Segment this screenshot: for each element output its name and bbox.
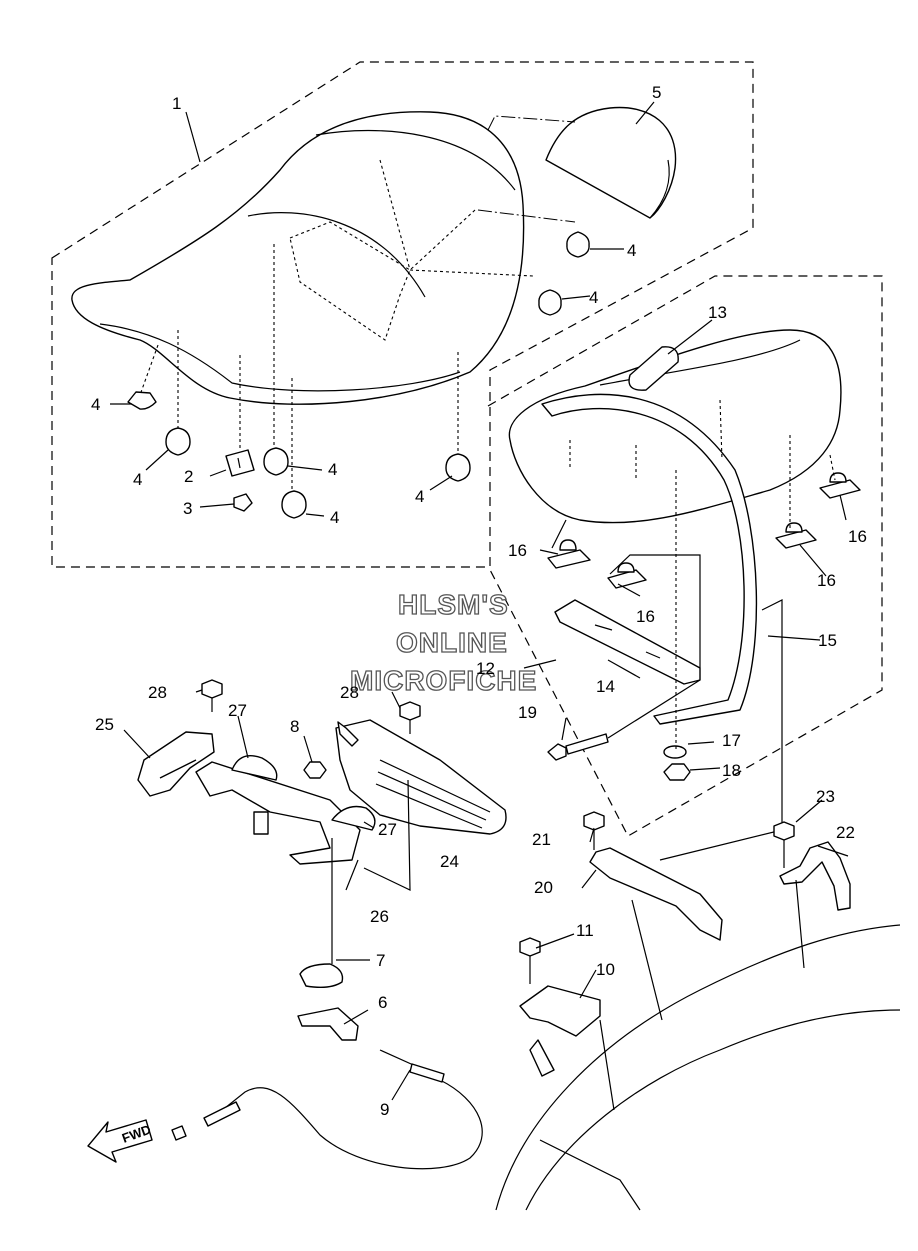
damper-4-f[interactable]: [281, 490, 307, 519]
seat-lock-10[interactable]: [519, 985, 601, 1077]
callout-17: 17: [722, 731, 741, 750]
callout-27-b: 27: [378, 820, 397, 839]
bolt-28-b[interactable]: [399, 701, 421, 734]
callout-1: 1: [172, 94, 181, 113]
damper-4-d[interactable]: [165, 427, 191, 456]
callout-8: 8: [290, 717, 299, 736]
bolt-19[interactable]: [547, 733, 609, 761]
callout-4-d: 4: [133, 470, 142, 489]
latch-6[interactable]: [297, 1007, 359, 1041]
backrest-pad[interactable]: [545, 106, 677, 219]
nut-3[interactable]: [233, 493, 253, 512]
washer-17[interactable]: [663, 745, 687, 759]
cap-27-b[interactable]: [331, 805, 376, 831]
callout-11: 11: [576, 921, 594, 940]
step-plate-24[interactable]: [335, 719, 507, 835]
forward-direction-arrow: FWD: [87, 1119, 153, 1163]
callout-19: 19: [518, 703, 537, 722]
callout-3: 3: [183, 499, 192, 518]
seat-bracket-2[interactable]: [225, 449, 255, 477]
plate-7[interactable]: [299, 963, 344, 989]
callout-20: 20: [534, 878, 553, 897]
callout-16-c: 16: [817, 571, 836, 590]
callout-28-a: 28: [148, 683, 167, 702]
rear-fender-frame: [495, 924, 901, 1211]
callout-22: 22: [836, 823, 855, 842]
callout-4-a: 4: [627, 241, 636, 260]
callout-14: 14: [596, 677, 615, 696]
clip-16-c[interactable]: [775, 522, 817, 549]
callout-27-a: 27: [228, 701, 247, 720]
grab-bar-15[interactable]: [541, 393, 758, 725]
callout-18: 18: [722, 761, 741, 780]
part-callouts: 1 5 4 4 4 4 4 4 4 2 3 13 16 16 16 16 15 …: [91, 83, 867, 1119]
callout-24: 24: [440, 852, 459, 871]
front-seat-group-boundary: [51, 61, 754, 568]
bracket-25[interactable]: [137, 731, 215, 797]
bolt-21[interactable]: [583, 811, 605, 850]
callout-6: 6: [378, 993, 387, 1012]
bracket-20[interactable]: [589, 847, 723, 941]
watermark: HLSM'S ONLINE MICROFICHE: [349, 588, 537, 696]
callout-28-b: 28: [340, 683, 359, 702]
cable-9[interactable]: [171, 1049, 483, 1170]
rear-seat-group-boundary: [487, 275, 883, 837]
nut-8[interactable]: [303, 761, 327, 779]
front-alignment-lines: [139, 244, 459, 490]
clip-16-b[interactable]: [607, 562, 647, 589]
callout-7: 7: [376, 951, 385, 970]
clip-16-d[interactable]: [819, 472, 861, 499]
rear-alignment-lines: [569, 399, 836, 752]
damper-4-e[interactable]: [263, 447, 289, 476]
seat-lock-bracket-26[interactable]: [195, 761, 361, 865]
callout-16-a: 16: [508, 541, 527, 560]
bolt-28-a[interactable]: [201, 679, 223, 712]
callout-2: 2: [184, 467, 193, 486]
callout-4-g: 4: [415, 487, 424, 506]
damper-4-g[interactable]: [445, 453, 471, 482]
callout-25: 25: [95, 715, 114, 734]
bolt-11[interactable]: [519, 937, 541, 984]
callout-21: 21: [532, 830, 551, 849]
callout-12: 12: [476, 659, 495, 678]
callout-9: 9: [380, 1100, 389, 1119]
watermark-line-3: MICROFICHE: [350, 665, 537, 696]
watermark-line-1: HLSM'S: [398, 589, 509, 620]
callout-4-f: 4: [330, 508, 339, 527]
watermark-line-2: ONLINE: [396, 627, 508, 658]
callout-16-b: 16: [636, 607, 655, 626]
bolt-19-leader: [607, 679, 701, 739]
damper-4-b[interactable]: [538, 289, 562, 316]
callout-13: 13: [708, 303, 727, 322]
callout-26: 26: [370, 907, 389, 926]
nut-18[interactable]: [663, 763, 691, 781]
callout-4-c: 4: [91, 395, 100, 414]
callout-4-e: 4: [328, 460, 337, 479]
callout-10: 10: [596, 960, 615, 979]
grab-handle-13[interactable]: [628, 346, 679, 391]
callout-leaders: [110, 101, 849, 1111]
callout-16-d: 16: [848, 527, 867, 546]
rider-seat[interactable]: [71, 111, 534, 405]
callout-15: 15: [818, 631, 837, 650]
damper-4-c[interactable]: [127, 391, 157, 410]
damper-4-a[interactable]: [566, 231, 590, 258]
handle-22[interactable]: [779, 841, 851, 911]
callout-4-b: 4: [589, 288, 598, 307]
callout-23: 23: [816, 787, 835, 806]
callout-5: 5: [652, 83, 661, 102]
bolt-23[interactable]: [773, 821, 795, 868]
clip-16-a[interactable]: [547, 539, 591, 569]
cap-27-a[interactable]: [231, 755, 278, 781]
pad-leader-chain: [477, 115, 576, 223]
rear-leader-lines: [551, 519, 783, 861]
